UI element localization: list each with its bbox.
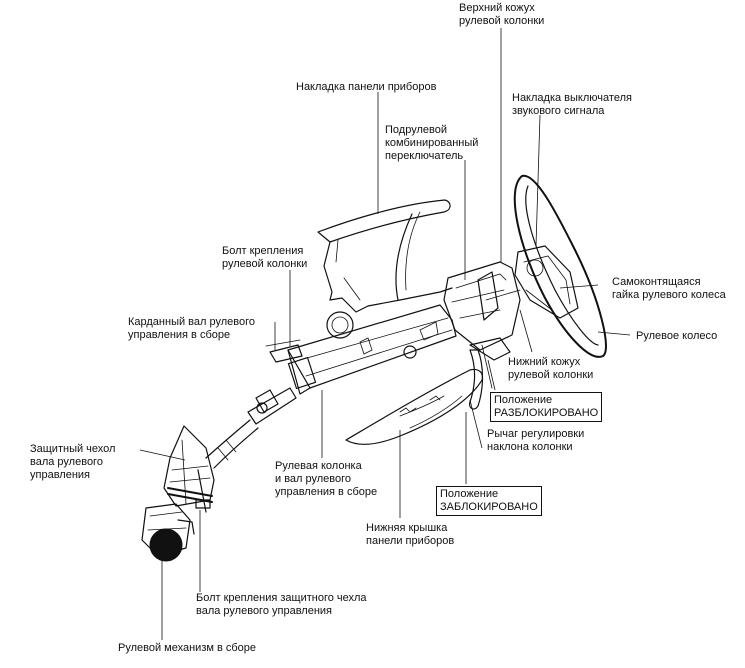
label-dash-trim: Накладка панели приборов [296,81,437,93]
label-position-unlocked: Положение РАЗБЛОКИРОВАНО [490,392,603,422]
label-tilt-lever: Рычаг регулировки наклона колонки [487,428,585,453]
cardan-shaft-drawing [205,387,297,469]
boot-drawing [163,425,215,513]
label-column-bolt: Болт крепления рулевой колонки [222,245,308,270]
dash-trim-drawing [317,199,453,339]
column-covers-drawing [443,261,521,361]
leader-lines [139,28,631,640]
label-lower-dash-cover: Нижняя крышка панели приборов [366,522,455,547]
label-lock-nut: Самоконтящаяся гайка рулевого колеса [612,276,726,301]
column-bolt-drawing [265,339,303,363]
label-column-assembly: Рулевая колонка и вал рулевого управлени… [275,460,378,498]
label-gear-assembly: Рулевой механизм в сборе [118,642,257,654]
label-lower-cover: Нижний кожух рулевой колонки [508,356,594,381]
label-steering-wheel: Рулевое колесо [636,330,718,342]
label-combo-switch: Подрулевой комбинированный переключатель [385,124,479,162]
lower-dash-cover-drawing [345,368,483,445]
label-cardan-shaft: Карданный вал рулевого управления в сбор… [128,316,256,341]
label-horn-trim: Накладка выключателя звукового сигнала [512,92,632,117]
steering-wheel-drawing [513,174,607,358]
tilt-lever-drawing [469,344,493,410]
label-upper-cover: Верхний кожух рулевой колонки [459,2,545,27]
label-boot: Защитный чехол вала рулевого управления [30,443,116,481]
column-body-drawing [287,304,457,395]
label-boot-bolt: Болт крепления защитного чехла вала руле… [196,592,367,617]
steering-gear-drawing [141,503,195,562]
label-position-locked: Положение ЗАБЛОКИРОВАНО [436,486,542,516]
horn-pad-drawing [514,245,579,319]
